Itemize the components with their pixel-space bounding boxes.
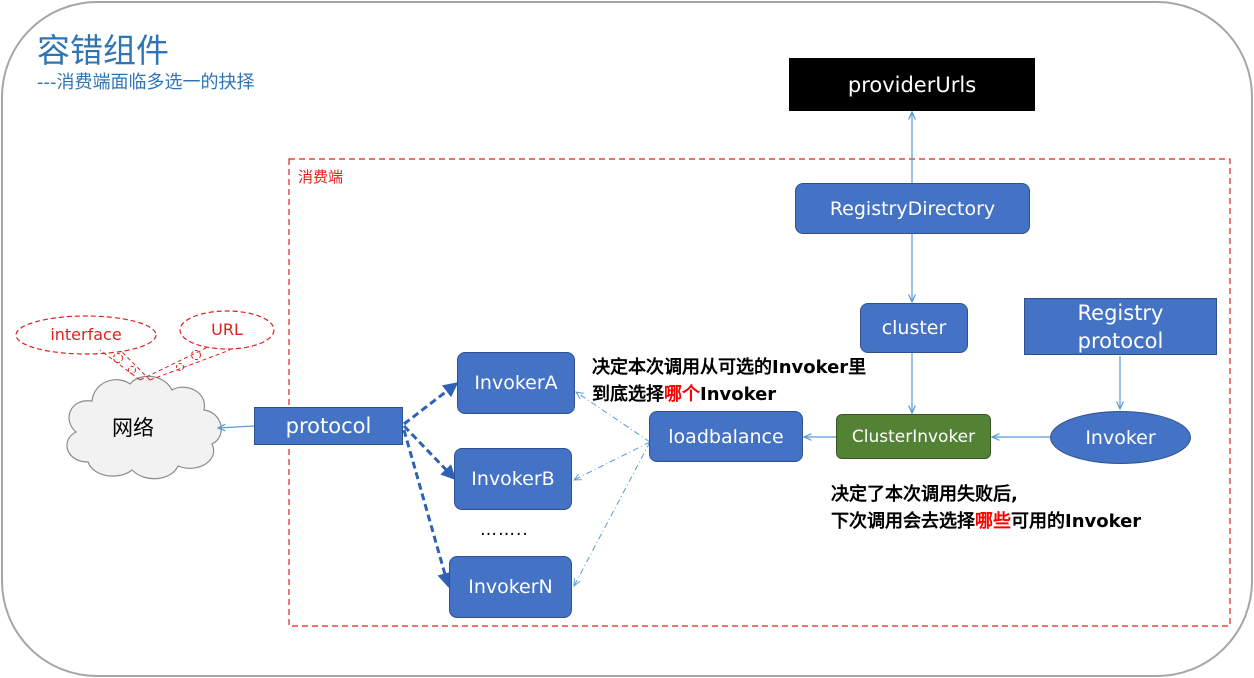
loadbalance-box: loadbalance: [649, 411, 803, 462]
interface-bubble: [15, 315, 157, 355]
cluster-note-highlight: 哪些: [975, 511, 1011, 532]
page-subtitle: ---消费端面临多选一的抉择: [37, 72, 255, 93]
edge-protocol-to-invokera: [403, 382, 459, 426]
invoker-b-box: InvokerB: [454, 448, 572, 510]
interface-thought-dot-1: [113, 353, 123, 363]
registry-directory-box: RegistryDirectory: [795, 183, 1030, 234]
network-cloud-shape: [66, 375, 222, 480]
cluster-note: 决定了本次调用失败后, 下次调用会去选择哪些可用的Invoker: [831, 481, 1141, 535]
loadbalance-note: 决定本次调用从可选的Invoker里 到底选择哪个Invoker: [592, 354, 866, 408]
protocol-box: protocol: [254, 407, 403, 445]
edge-protocol-to-invokern: [402, 429, 452, 588]
url-bubble: [179, 310, 275, 350]
invoker-ellipse: Invoker: [1050, 411, 1191, 464]
invoker-n-box: InvokerN: [449, 556, 572, 618]
cluster-box: cluster: [860, 303, 968, 353]
consumer-region-label: 消费端: [298, 168, 344, 186]
invoker-ellipsis: ……..: [480, 520, 529, 540]
edge-loadbalance-to-invokera: [576, 392, 651, 443]
edge-protocol-to-network: [218, 426, 255, 428]
network-label: 网络: [112, 416, 154, 440]
loadbalance-note-line2: 到底选择哪个Invoker: [592, 384, 777, 405]
cluster-note-line2: 下次调用会去选择哪些可用的Invoker: [831, 511, 1142, 532]
interface-thought-dot-2: [128, 366, 136, 374]
registry-protocol-line2: protocol: [1077, 328, 1164, 353]
url-label: URL: [211, 320, 243, 339]
cluster-invoker-box: ClusterInvoker: [836, 414, 991, 459]
interface-label: interface: [50, 325, 122, 344]
edge-protocol-to-invokerb: [402, 424, 457, 481]
cluster-note-line1: 决定了本次调用失败后,: [831, 484, 1018, 505]
loadbalance-note-line1: 决定本次调用从可选的Invoker里: [592, 357, 867, 378]
page-title: 容错组件: [37, 31, 169, 70]
provider-urls-box: providerUrls: [789, 58, 1035, 111]
registry-protocol-line1: Registry: [1077, 300, 1164, 325]
loadbalance-note-highlight: 哪个: [664, 384, 700, 405]
url-thought-dot-1: [191, 350, 201, 360]
registry-protocol-box: Registry protocol: [1024, 298, 1217, 355]
consumer-region: [288, 158, 1231, 627]
edge-loadbalance-to-invokerb: [574, 441, 651, 480]
edge-loadbalance-to-invokern: [574, 441, 651, 586]
invoker-a-box: InvokerA: [457, 352, 575, 414]
